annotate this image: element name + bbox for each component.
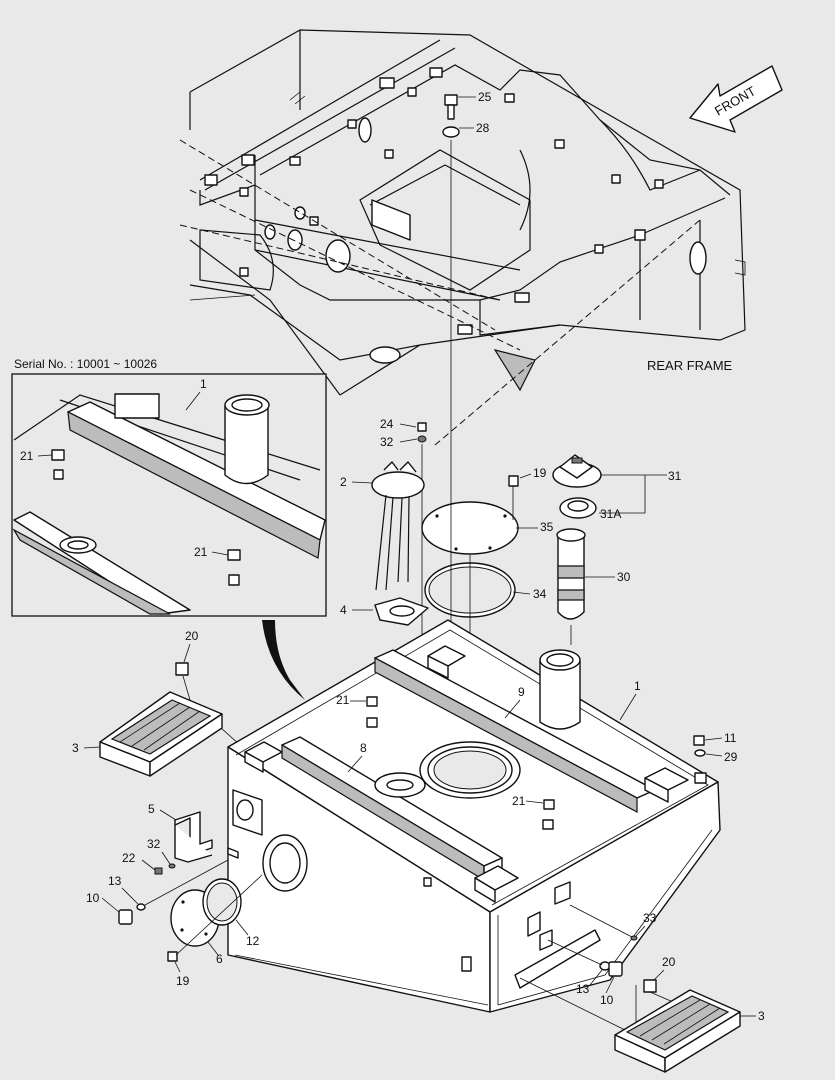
step-3-right bbox=[614, 989, 741, 1073]
callout-33: 33 bbox=[643, 911, 657, 925]
callout-24: 24 bbox=[380, 417, 394, 431]
filler-cap-31 bbox=[552, 454, 602, 488]
callout-31a: 31A bbox=[600, 507, 621, 521]
callout-10-right: 10 bbox=[600, 993, 614, 1007]
callout-19-top: 19 bbox=[533, 466, 547, 480]
washer-32-top bbox=[417, 435, 427, 443]
callout-29: 29 bbox=[724, 750, 738, 764]
callout-6: 6 bbox=[216, 952, 223, 966]
step-3-left bbox=[99, 691, 223, 777]
callout-1-inset: 1 bbox=[200, 377, 207, 391]
callout-10-left: 10 bbox=[86, 891, 100, 905]
callout-11: 11 bbox=[724, 731, 737, 745]
screw-19-top bbox=[508, 475, 519, 487]
screw-19-bottom bbox=[167, 951, 178, 962]
washer-28 bbox=[442, 126, 460, 138]
callout-30: 30 bbox=[617, 570, 631, 584]
bolt-20-right bbox=[643, 979, 657, 993]
front-arrow: FRONT bbox=[689, 65, 783, 133]
inset-pointer-arrow bbox=[262, 620, 305, 700]
callout-4: 4 bbox=[340, 603, 347, 617]
drain-plug-10-left bbox=[118, 909, 133, 925]
fuel-tank bbox=[227, 619, 721, 1013]
callout-9: 9 bbox=[518, 685, 525, 699]
washer-32-bracket bbox=[168, 863, 176, 869]
serial-inset bbox=[11, 373, 327, 617]
callout-21-tank-a: 21 bbox=[336, 693, 350, 707]
callout-32-top: 32 bbox=[380, 435, 394, 449]
callout-20-right: 20 bbox=[662, 955, 676, 969]
drain-plug-10-right bbox=[608, 961, 623, 977]
callout-34: 34 bbox=[533, 587, 547, 601]
screw-24 bbox=[417, 422, 427, 432]
callout-20-left: 20 bbox=[185, 629, 199, 643]
callout-32-bracket: 32 bbox=[147, 837, 161, 851]
bracket-5 bbox=[174, 811, 213, 863]
callout-2: 2 bbox=[340, 475, 347, 489]
callout-21-inset-b: 21 bbox=[194, 545, 208, 559]
callout-1-tank: 1 bbox=[634, 679, 641, 693]
fuel-sender-2 bbox=[371, 461, 425, 591]
callout-21-inset-a: 21 bbox=[20, 449, 34, 463]
frame-blocks bbox=[204, 67, 664, 335]
bolt-21-tank-a bbox=[366, 696, 378, 728]
bolt-20-left bbox=[175, 662, 189, 676]
callout-31: 31 bbox=[668, 469, 682, 483]
callout-21-tank-b: 21 bbox=[512, 794, 526, 808]
serial-note: Serial No. : 10001 ~ 10026 bbox=[14, 357, 157, 371]
cover-plate-35 bbox=[421, 501, 519, 555]
strainer-30 bbox=[556, 528, 586, 620]
callout-25: 25 bbox=[478, 90, 492, 104]
washer-29 bbox=[694, 749, 706, 757]
bolt-25 bbox=[444, 94, 458, 120]
callout-13-left: 13 bbox=[108, 874, 122, 888]
callout-13-right: 13 bbox=[576, 982, 590, 996]
bolt-11 bbox=[693, 735, 705, 746]
callout-3-right: 3 bbox=[758, 1009, 765, 1023]
nut-22 bbox=[154, 867, 163, 875]
gasket-12 bbox=[202, 878, 242, 926]
callout-35: 35 bbox=[540, 520, 554, 534]
rear-frame-label: REAR FRAME bbox=[647, 358, 733, 373]
rear-frame bbox=[189, 29, 746, 396]
callout-22: 22 bbox=[122, 851, 136, 865]
adapter-31a bbox=[559, 497, 597, 519]
callout-19-bottom: 19 bbox=[176, 974, 190, 988]
gasket-4 bbox=[374, 597, 429, 626]
bolt-21-tank-b bbox=[542, 799, 555, 830]
callout-8: 8 bbox=[360, 741, 367, 755]
oring-13-left bbox=[136, 903, 146, 911]
washer-33 bbox=[630, 935, 638, 941]
callout-3-left: 3 bbox=[72, 741, 79, 755]
callout-12: 12 bbox=[246, 934, 260, 948]
callout-28: 28 bbox=[476, 121, 490, 135]
callout-5: 5 bbox=[148, 802, 155, 816]
